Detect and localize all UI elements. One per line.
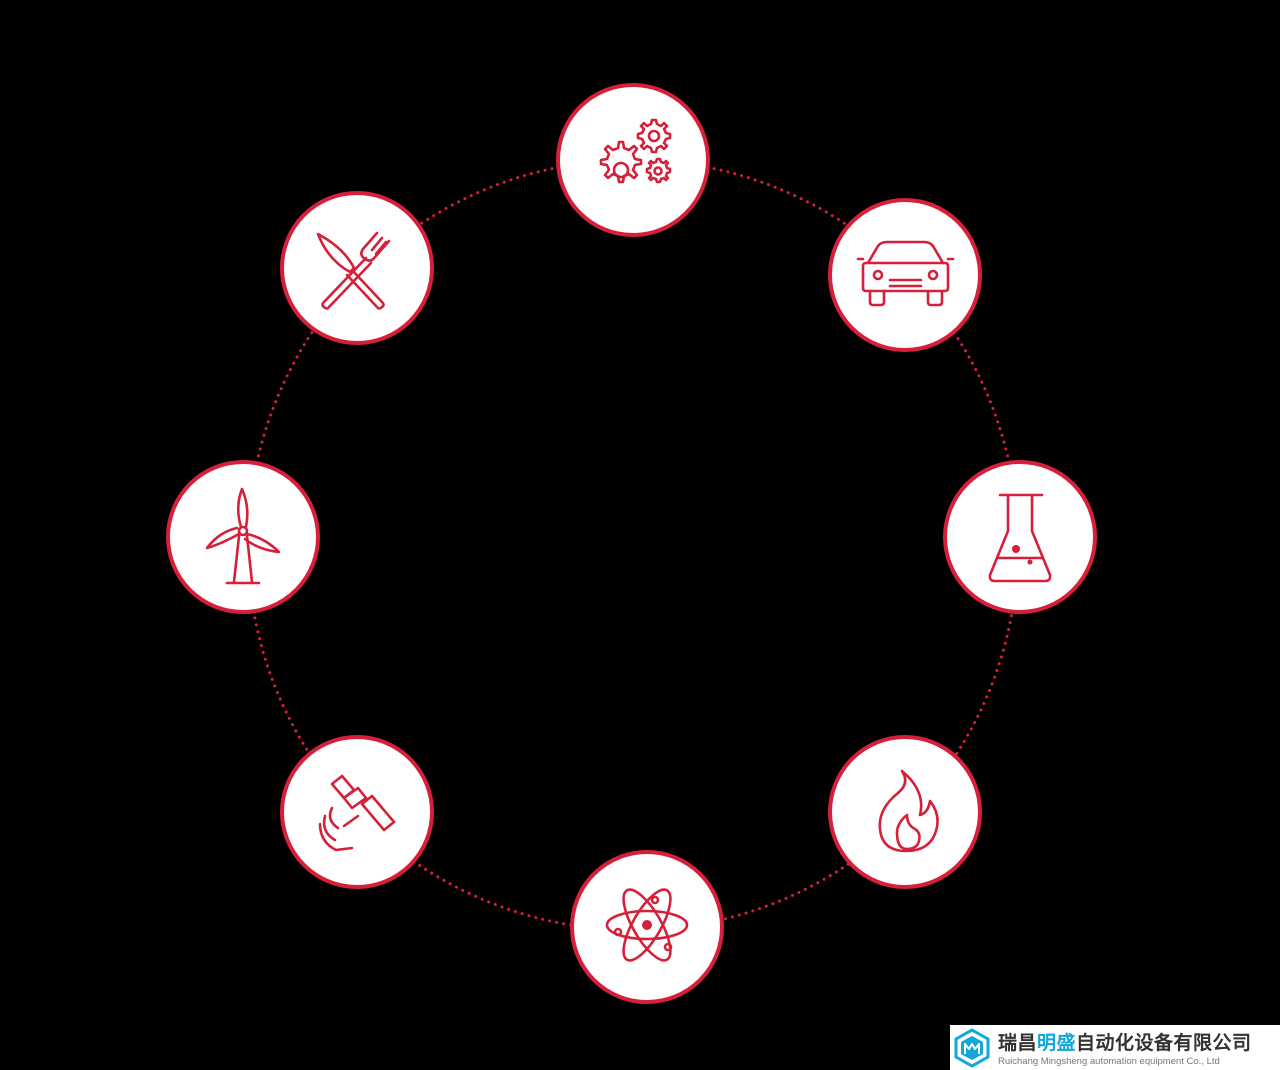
signal-connector-icon	[318, 774, 396, 852]
gears-icon	[599, 118, 672, 184]
node-automotive	[828, 198, 982, 352]
company-name-chinese: 瑞昌明盛自动化设备有限公司	[998, 1028, 1252, 1055]
wind-turbine-icon	[205, 487, 281, 585]
company-name-highlight: 明盛	[1037, 1032, 1077, 1054]
node-oil-and-gas	[828, 735, 982, 889]
node-chemical	[943, 460, 1097, 614]
company-logo: 瑞昌明盛自动化设备有限公司 Ruichang Mingsheng automat…	[950, 1025, 1280, 1070]
node-industrial-machinery	[556, 83, 710, 237]
company-name-suffix: 自动化设备有限公司	[1076, 1032, 1252, 1054]
car-icon	[856, 240, 955, 307]
fork-knife-icon	[316, 231, 391, 310]
node-food-industry	[280, 191, 434, 345]
company-name-english: Ruichang Mingsheng automation equipment …	[998, 1056, 1220, 1067]
company-name-prefix: 瑞昌	[998, 1032, 1038, 1054]
flask-icon	[988, 493, 1052, 583]
node-wind-energy	[166, 460, 320, 614]
cube-logo-icon	[954, 1027, 990, 1068]
node-signal-communication	[280, 735, 434, 889]
flame-icon	[878, 769, 939, 853]
node-nuclear	[570, 850, 724, 1004]
atom-icon	[605, 888, 689, 962]
